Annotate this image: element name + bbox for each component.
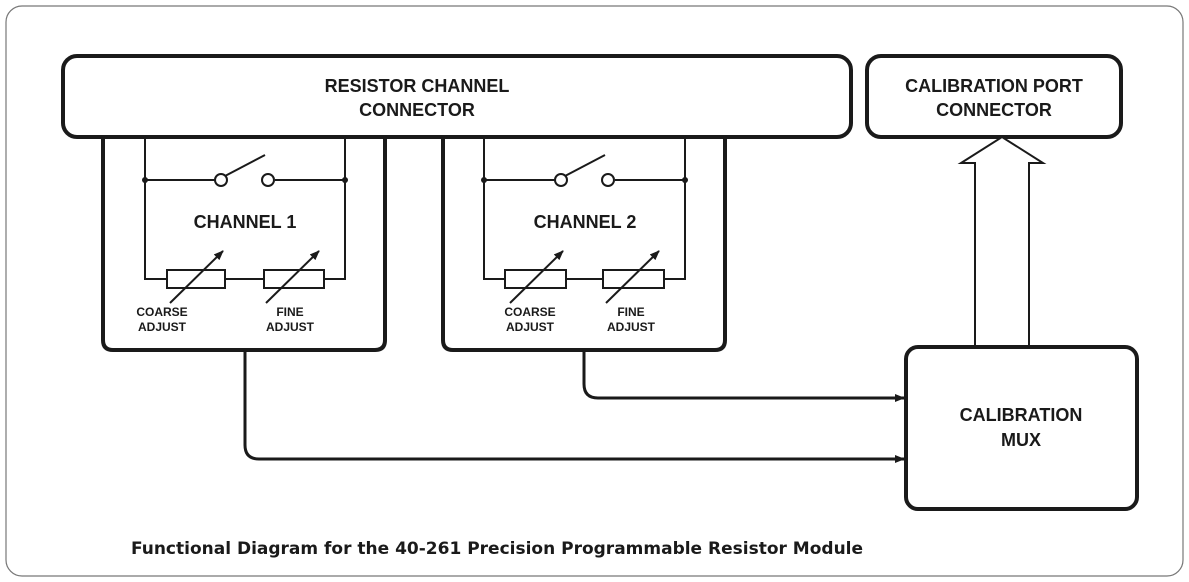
switch-contact-icon <box>214 173 228 187</box>
resistor-connector-label-1: RESISTOR CHANNEL <box>325 76 510 96</box>
channel-1-module: CHANNEL 1 COARSE ADJUST FINE ADJUST <box>101 135 387 352</box>
channel-1-coarse-label-2: ADJUST <box>138 320 187 334</box>
resistor-channel-connector <box>61 54 853 139</box>
channel-1-fine-label: FINE <box>276 305 303 319</box>
channel-2-fine-label-2: ADJUST <box>607 320 656 334</box>
channel-2-module: CHANNEL 2 COARSE ADJUST FINE ADJUST <box>441 135 727 352</box>
diagram-caption: Functional Diagram for the 40-261 Precis… <box>131 539 863 559</box>
outer-frame <box>5 5 1184 577</box>
channel-2-coarse-label: COARSE <box>504 305 555 319</box>
mux-label-2: MUX <box>1001 430 1041 450</box>
channel-2-to-mux-line <box>582 350 905 402</box>
fine-resistor-icon <box>263 269 325 289</box>
channel-1-title: CHANNEL 1 <box>194 212 297 232</box>
channel-2-title: CHANNEL 2 <box>534 212 637 232</box>
mux-to-port-arrow <box>957 135 1047 347</box>
calibration-mux <box>904 345 1139 511</box>
channel-2-fine-label: FINE <box>617 305 644 319</box>
channel-1-fine-label-2: ADJUST <box>266 320 315 334</box>
calibration-port-label-1: CALIBRATION PORT <box>905 76 1083 96</box>
coarse-resistor-icon <box>166 269 226 289</box>
resistor-connector-label-2: CONNECTOR <box>359 100 475 120</box>
calibration-port-connector <box>865 54 1123 139</box>
channel-1-to-mux-line <box>243 350 905 463</box>
channel-1-coarse-label: COARSE <box>136 305 187 319</box>
calibration-port-label-2: CONNECTOR <box>936 100 1052 120</box>
switch-blade-icon <box>224 154 266 177</box>
channel-2-coarse-label-2: ADJUST <box>506 320 555 334</box>
mux-label-1: CALIBRATION <box>960 405 1083 425</box>
